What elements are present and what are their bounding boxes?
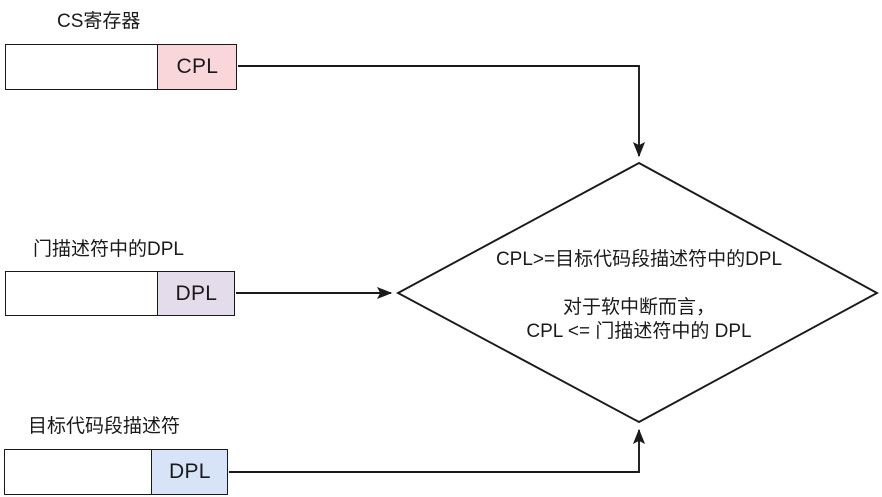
bar-cs-register: CPL	[5, 44, 238, 90]
connector-code-dpl-to-decision	[229, 428, 646, 473]
decision-line-2: 对于软中断而言，	[562, 296, 715, 318]
connector-cpl-to-decision	[238, 65, 646, 158]
bar-code-segment-descriptor: DPL	[4, 449, 229, 495]
decision-line-1: CPL>=目标代码段描述符中的DPL	[495, 249, 783, 270]
bar-gate-descriptor: DPL	[5, 271, 236, 316]
gate-descriptor-blank-field	[5, 271, 159, 316]
decision-line-3: CPL <= 门描述符中的 DPL	[526, 320, 752, 342]
cs-register-blank-field	[5, 44, 159, 90]
code-segment-blank-field	[4, 449, 153, 495]
decision-condition-text: CPL>=目标代码段描述符中的DPL 对于软中断而言， CPL <= 门描述符中…	[399, 250, 879, 342]
decision-diamond	[395, 161, 879, 424]
caption-gate-descriptor: 门描述符中的DPL	[33, 239, 184, 260]
code-segment-dpl-field: DPL	[151, 449, 229, 495]
gate-descriptor-dpl-field: DPL	[157, 271, 236, 316]
caption-code-segment-descriptor: 目标代码段描述符	[28, 416, 181, 437]
caption-cs-register: CS寄存器	[57, 11, 141, 32]
cs-register-cpl-field: CPL	[157, 44, 238, 90]
